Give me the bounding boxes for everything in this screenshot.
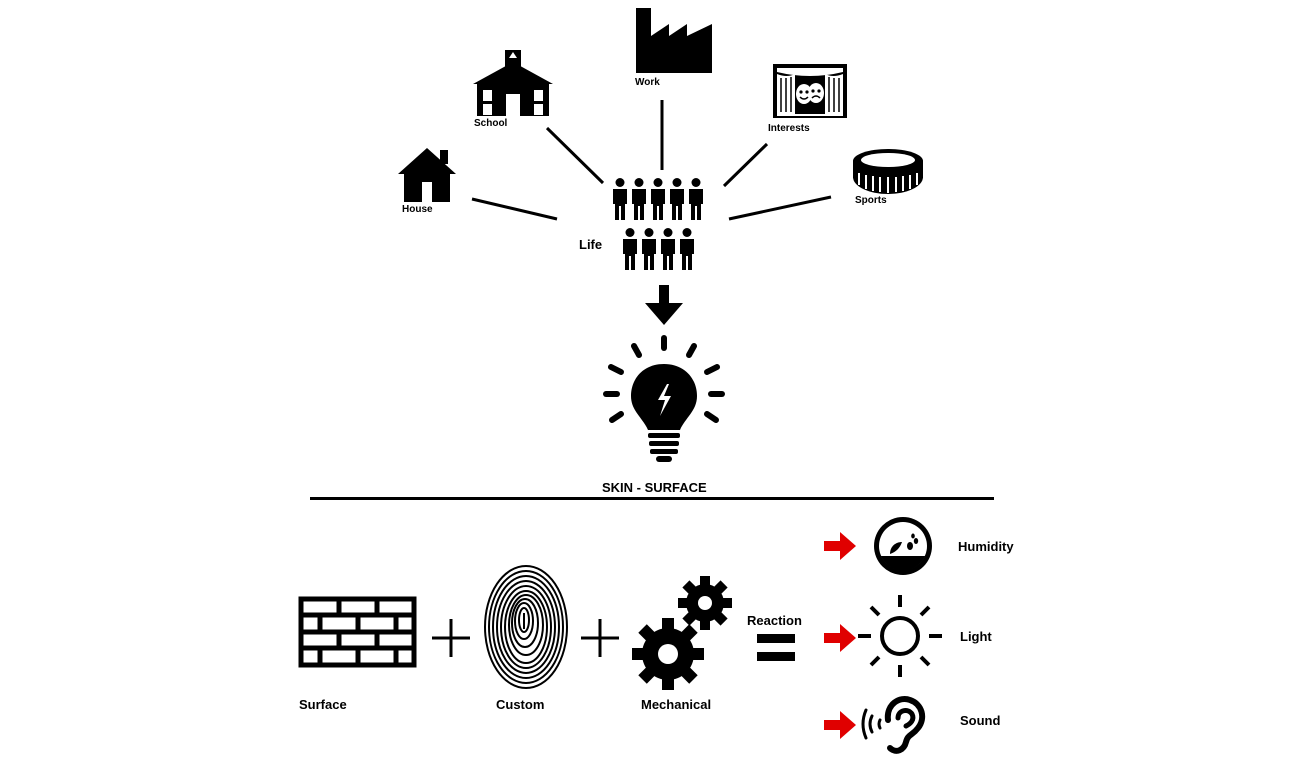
work-label: Work <box>635 77 660 88</box>
line-interests <box>722 142 769 188</box>
line-sports <box>728 195 832 221</box>
stadium-icon <box>853 149 923 194</box>
gears-icon <box>632 576 732 690</box>
fingerprint-icon <box>484 565 568 689</box>
ear-icon <box>861 696 926 754</box>
surface-label: Surface <box>299 697 347 712</box>
humidity-label: Humidity <box>958 539 1014 554</box>
house-icon <box>398 148 456 202</box>
brick-wall-icon <box>298 596 417 668</box>
custom-label: Custom <box>496 697 545 712</box>
sports-label: Sports <box>855 195 887 206</box>
red-arrow-icon <box>824 532 856 560</box>
plus-icon <box>432 619 470 657</box>
humidity-icon <box>874 517 932 575</box>
factory-icon <box>636 8 712 73</box>
light-label: Light <box>960 629 992 644</box>
lightbulb-icon <box>603 335 725 462</box>
people-icon <box>613 178 703 270</box>
sound-label: Sound <box>960 713 1001 728</box>
life-label: Life <box>579 237 603 252</box>
line-house <box>471 197 558 221</box>
equals-icon <box>757 634 795 661</box>
divider-line <box>310 497 994 500</box>
interests-label: Interests <box>768 123 810 134</box>
red-arrow-icon <box>824 624 856 652</box>
line-school <box>545 126 605 185</box>
red-arrow-icon <box>824 711 856 739</box>
house-label: House <box>402 204 433 215</box>
reaction-label: Reaction <box>747 613 802 628</box>
school-label: School <box>474 118 508 129</box>
down-arrow-icon <box>645 285 683 325</box>
school-icon <box>473 50 553 116</box>
plus-icon <box>581 619 619 657</box>
mechanical-label: Mechanical <box>641 697 712 712</box>
theater-icon <box>773 64 847 118</box>
section-title: SKIN - SURFACE <box>602 480 707 495</box>
sun-icon <box>858 595 942 677</box>
